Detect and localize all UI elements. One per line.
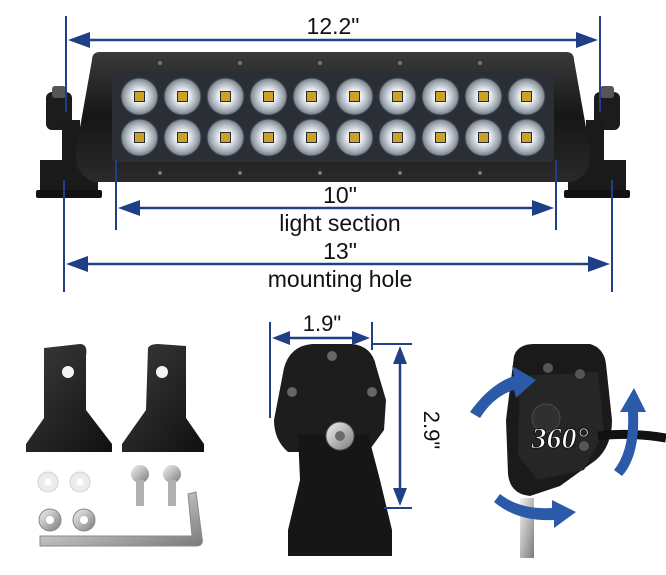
rotation-arrow-bottom (494, 494, 576, 528)
bracket-side-view (274, 344, 392, 556)
left-bracket (26, 344, 112, 452)
led-grid (120, 77, 546, 157)
light-section-label: light section (279, 210, 400, 236)
bracket-height-value: 2.9" (419, 411, 444, 449)
led-cell (163, 118, 202, 157)
side-housing (274, 344, 386, 452)
right-bracket (122, 344, 204, 452)
rotation-arrow-right (614, 388, 646, 476)
light-section-value: 10" (323, 182, 357, 208)
mounting-brackets (26, 344, 204, 452)
mounting-hole-label: mounting hole (268, 266, 413, 292)
led-cell (249, 77, 288, 116)
led-cell (292, 118, 331, 157)
metal-washers (38, 508, 96, 532)
overall-width-dimension: 12.2" (65, 13, 601, 112)
hex-bolts (131, 465, 181, 506)
led-cell (206, 118, 245, 157)
led-cell (249, 118, 288, 157)
mounting-hole-value: 13" (323, 238, 357, 264)
bracket-depth-value: 1.9" (303, 311, 341, 336)
overall-width-value: 12.2" (307, 13, 360, 39)
side-bracket-foot (288, 434, 392, 556)
rotation-label: 360° (531, 422, 589, 455)
led-cell (206, 77, 245, 116)
led-cell (335, 118, 374, 157)
led-cell (120, 77, 159, 116)
rotation-view: 360° (470, 344, 666, 558)
led-cell (507, 118, 546, 157)
led-cell (421, 118, 460, 157)
led-cell (163, 77, 202, 116)
led-cell (421, 77, 460, 116)
mounting-hole-dimension: 13" mounting hole (63, 180, 613, 292)
led-cell (464, 77, 503, 116)
allen-key (39, 491, 203, 547)
rotation-arrow-left (470, 366, 536, 418)
light-section-dimension: 10" light section (115, 160, 557, 236)
led-cell (120, 118, 159, 157)
led-cell (378, 77, 417, 116)
bracket-depth-dimension: 1.9" (269, 311, 373, 418)
rubber-washers (37, 471, 91, 493)
led-cell (507, 77, 546, 116)
hardware-kit (37, 465, 203, 547)
bracket-height-dimension: 2.9" (372, 343, 444, 509)
led-cell (378, 118, 417, 157)
led-cell (335, 77, 374, 116)
light-bar (36, 52, 630, 198)
led-cell (464, 118, 503, 157)
led-cell (292, 77, 331, 116)
